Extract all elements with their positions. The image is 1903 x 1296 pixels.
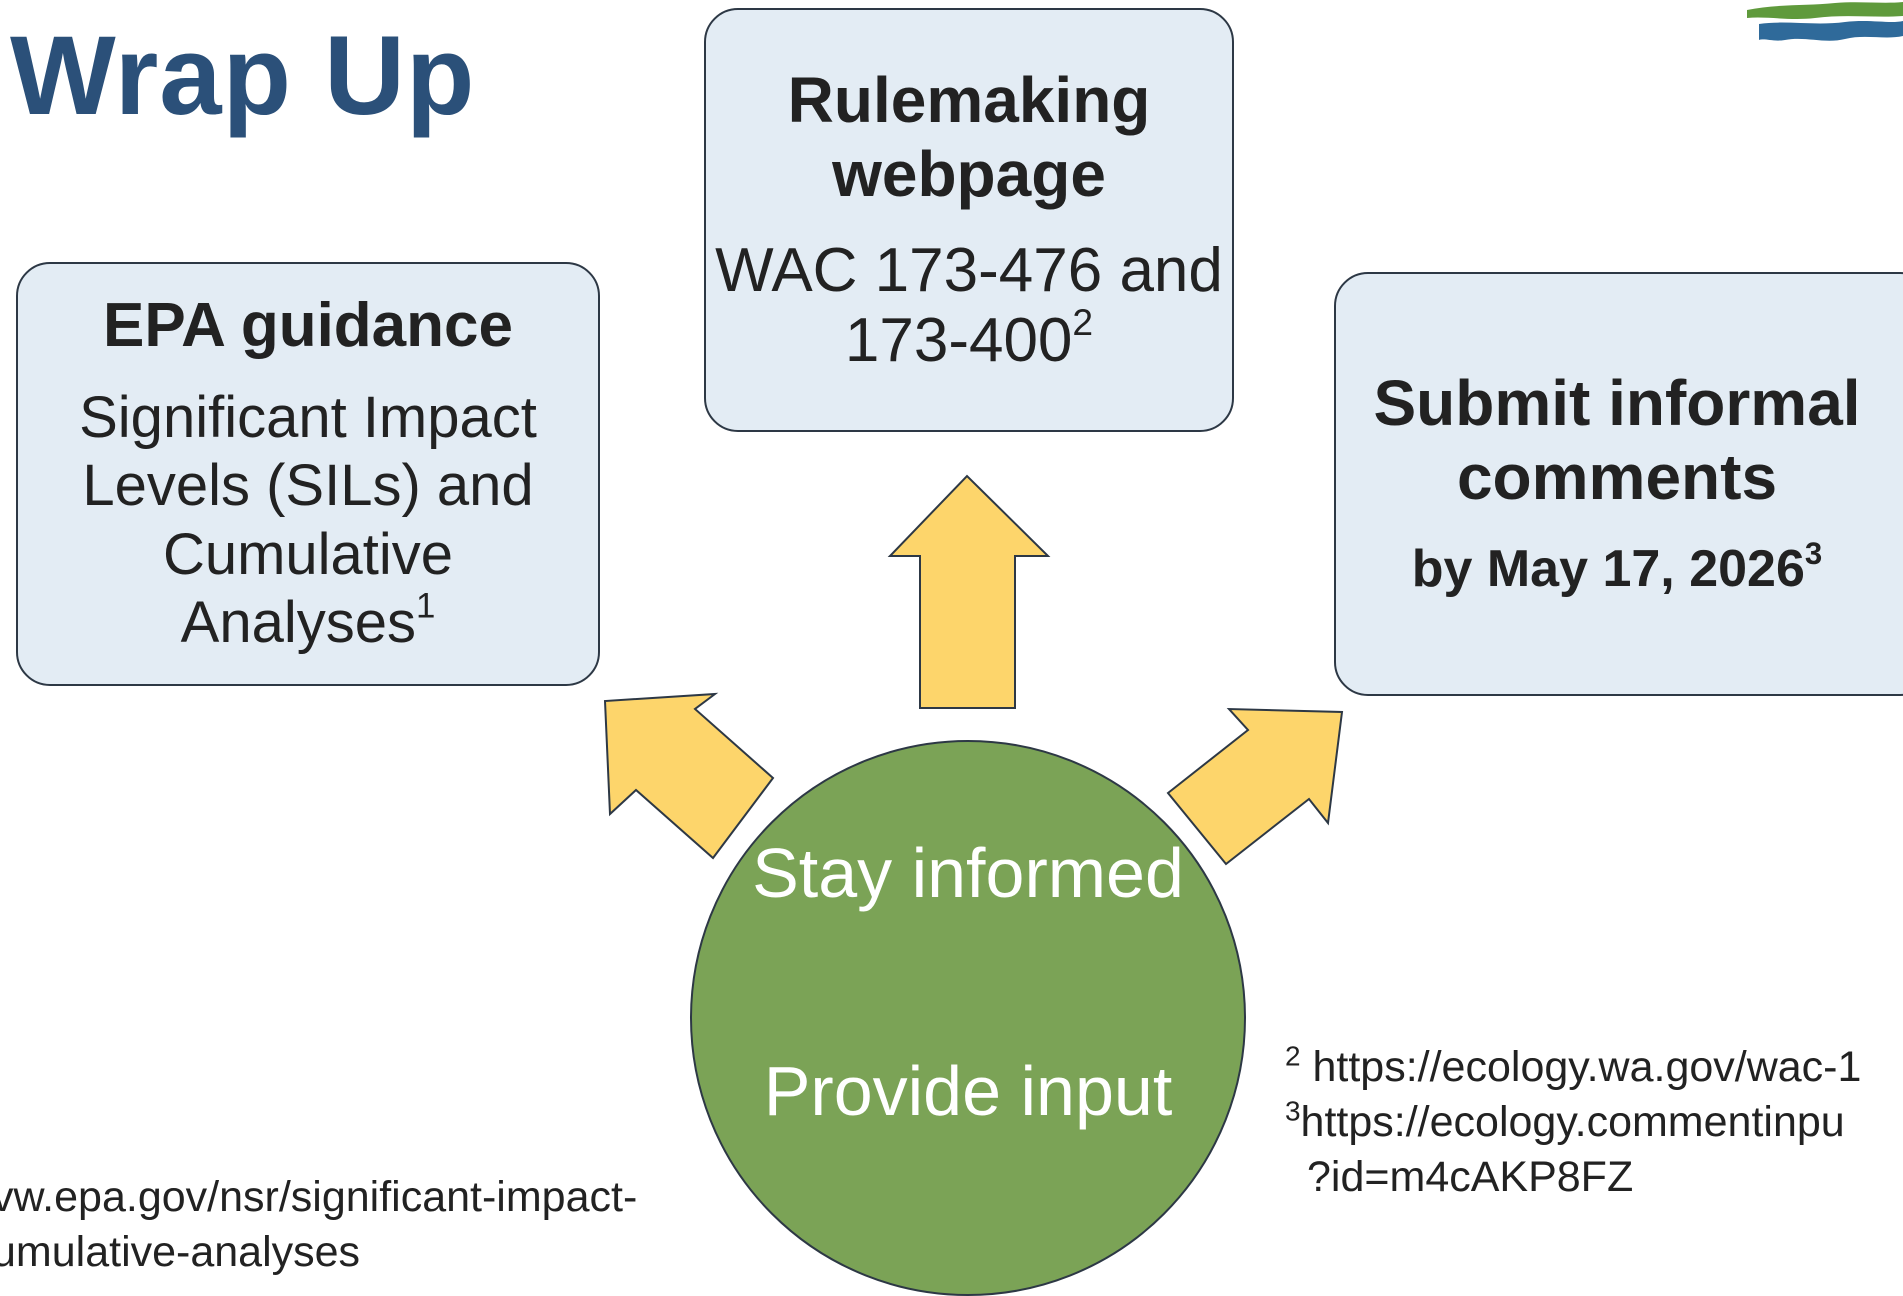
footnote-ref-1: 1 [415, 586, 436, 626]
provide-input-label: Provide input [763, 1052, 1173, 1130]
arrow-to-comments [1166, 707, 1344, 866]
epa-guidance-body: Significant Impact Levels (SILs) and Cum… [36, 384, 580, 658]
footnote-2: 2 https://ecology.wa.gov/wac-1 [1285, 1040, 1861, 1095]
footnote-2-number: 2 [1285, 1040, 1301, 1072]
epa-guidance-title: EPA guidance [103, 291, 513, 361]
submit-comments-box: Submit informal comments by May 17, 2026… [1334, 272, 1903, 696]
footnote-1-line-2: umulative-analyses [0, 1228, 361, 1277]
agency-logo-icon [1747, 2, 1903, 41]
submit-comments-title: Submit informal comments [1373, 367, 1861, 513]
footnote-ref-2: 2 [1072, 300, 1094, 343]
submit-comments-date: by May 17, 2026 [1411, 540, 1805, 599]
arrow-to-epa-guidance [603, 692, 775, 860]
footnote-ref-3: 3 [1804, 536, 1823, 572]
footnote-2-link[interactable]: https://ecology.wa.gov/wac-1 [1300, 1043, 1862, 1091]
slide-title: Wrap Up [10, 13, 476, 138]
footnote-3-continued[interactable]: ?id=m4cAKP8FZ [1307, 1153, 1634, 1202]
center-circle: Stay informed Provide input [690, 740, 1246, 1296]
rulemaking-webpage-title: Rulemaking webpage [787, 64, 1151, 210]
footnote-3-link[interactable]: https://ecology.commentinpu [1300, 1098, 1845, 1147]
footnote-1: vw.epa.gov/nsr/significant-impact- umula… [0, 1170, 637, 1280]
footnote-3-number: 3 [1285, 1095, 1301, 1127]
epa-guidance-box: EPA guidance Significant Impact Levels (… [16, 262, 600, 686]
rulemaking-webpage-body: WAC 173-476 and 173-4002 [706, 236, 1232, 376]
rulemaking-webpage-box: Rulemaking webpage WAC 173-476 and 173-4… [704, 8, 1234, 432]
rulemaking-webpage-text: WAC 173-476 and 173-400 [715, 235, 1223, 375]
epa-guidance-text: Significant Impact Levels (SILs) and Cum… [79, 384, 537, 656]
submit-comments-deadline: by May 17, 20263 [1412, 538, 1823, 600]
footnote-1-line-1: vw.epa.gov/nsr/significant-impact- [0, 1173, 638, 1221]
footnotes-2-3: 2 https://ecology.wa.gov/wac-1 3https://… [1285, 1040, 1861, 1205]
footnote-3: 3https://ecology.commentinpu [1285, 1095, 1861, 1150]
arrow-up-to-rulemaking [887, 474, 1051, 709]
stay-informed-label: Stay informed [752, 834, 1184, 912]
